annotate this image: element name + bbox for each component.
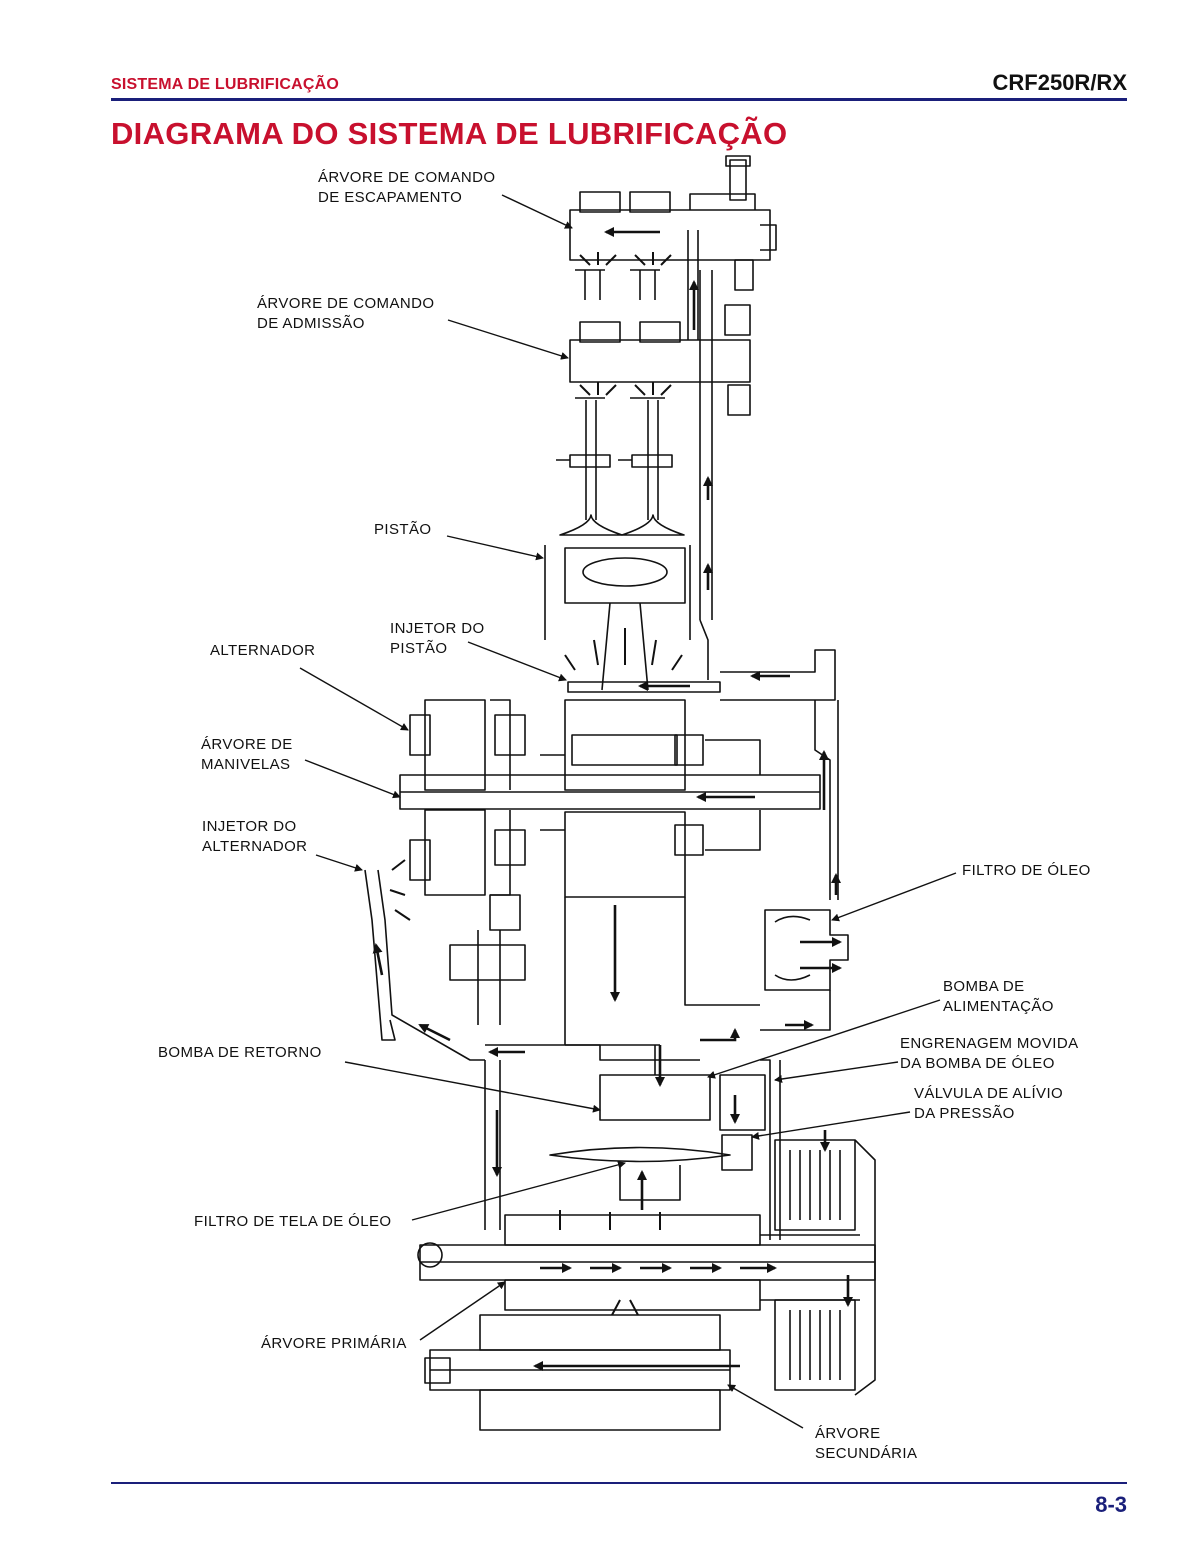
label-intake-camshaft: ÁRVORE DE COMANDO DE ADMISSÃO xyxy=(257,295,435,332)
label-piston: PISTÃO xyxy=(374,521,432,538)
valves xyxy=(556,400,685,536)
idler-gears xyxy=(449,894,526,1025)
oil-filter xyxy=(760,700,849,1031)
label-mainshaft: ÁRVORE PRIMÁRIA xyxy=(261,1335,407,1352)
label-oil-screen: FILTRO DE TELA DE ÓLEO xyxy=(194,1213,392,1230)
piston-cylinder xyxy=(544,545,691,691)
label-scavenge-pump: BOMBA DE RETORNO xyxy=(158,1044,322,1061)
label-exhaust-camshaft: ÁRVORE DE COMANDO DE ESCAPAMENTO xyxy=(318,169,496,206)
label-piston-jet: INJETOR DO PISTÃO xyxy=(390,620,485,657)
crank-assembly xyxy=(399,699,821,898)
section-header: SISTEMA DE LUBRIFICAÇÃO xyxy=(111,76,340,93)
label-pump-driven-gear: ENGRENAGEM MOVIDA DA BOMBA DE ÓLEO xyxy=(900,1035,1079,1072)
label-crankshaft: ÁRVORE DE MANIVELAS xyxy=(201,736,293,773)
model-header: CRF250R/RX xyxy=(992,70,1127,95)
label-alternator-jet: INJETOR DO ALTERNADOR xyxy=(202,818,308,855)
intake-camshaft xyxy=(569,304,751,416)
label-alternator: ALTERNADOR xyxy=(210,642,316,659)
oil-screen xyxy=(549,1146,731,1201)
label-oil-filter: FILTRO DE ÓLEO xyxy=(962,862,1091,879)
mainshaft-assembly xyxy=(417,1214,876,1311)
header-divider xyxy=(111,98,1127,101)
label-relief-valve: VÁLVULA DE ALÍVIO DA PRESSÃO xyxy=(914,1085,1064,1122)
piston-jet-line xyxy=(567,649,836,701)
footer-divider xyxy=(111,1482,1127,1484)
clutch-assembly xyxy=(760,1139,876,1396)
page-number: 8-3 xyxy=(1095,1492,1127,1517)
return-passages xyxy=(484,897,760,1230)
head-oil-passage xyxy=(687,230,713,680)
alternator-jet-line xyxy=(364,869,485,1061)
oil-pumps xyxy=(599,1045,781,1240)
countershaft-assembly xyxy=(424,1314,731,1431)
label-feed-pump: BOMBA DE ALIMENTAÇÃO xyxy=(943,978,1054,1015)
page-title: DIAGRAMA DO SISTEMA DE LUBRIFICAÇÃO xyxy=(111,116,788,151)
exhaust-camshaft xyxy=(569,155,777,300)
label-countershaft: ÁRVORE SECUNDÁRIA xyxy=(815,1425,918,1462)
alternator xyxy=(409,699,526,896)
